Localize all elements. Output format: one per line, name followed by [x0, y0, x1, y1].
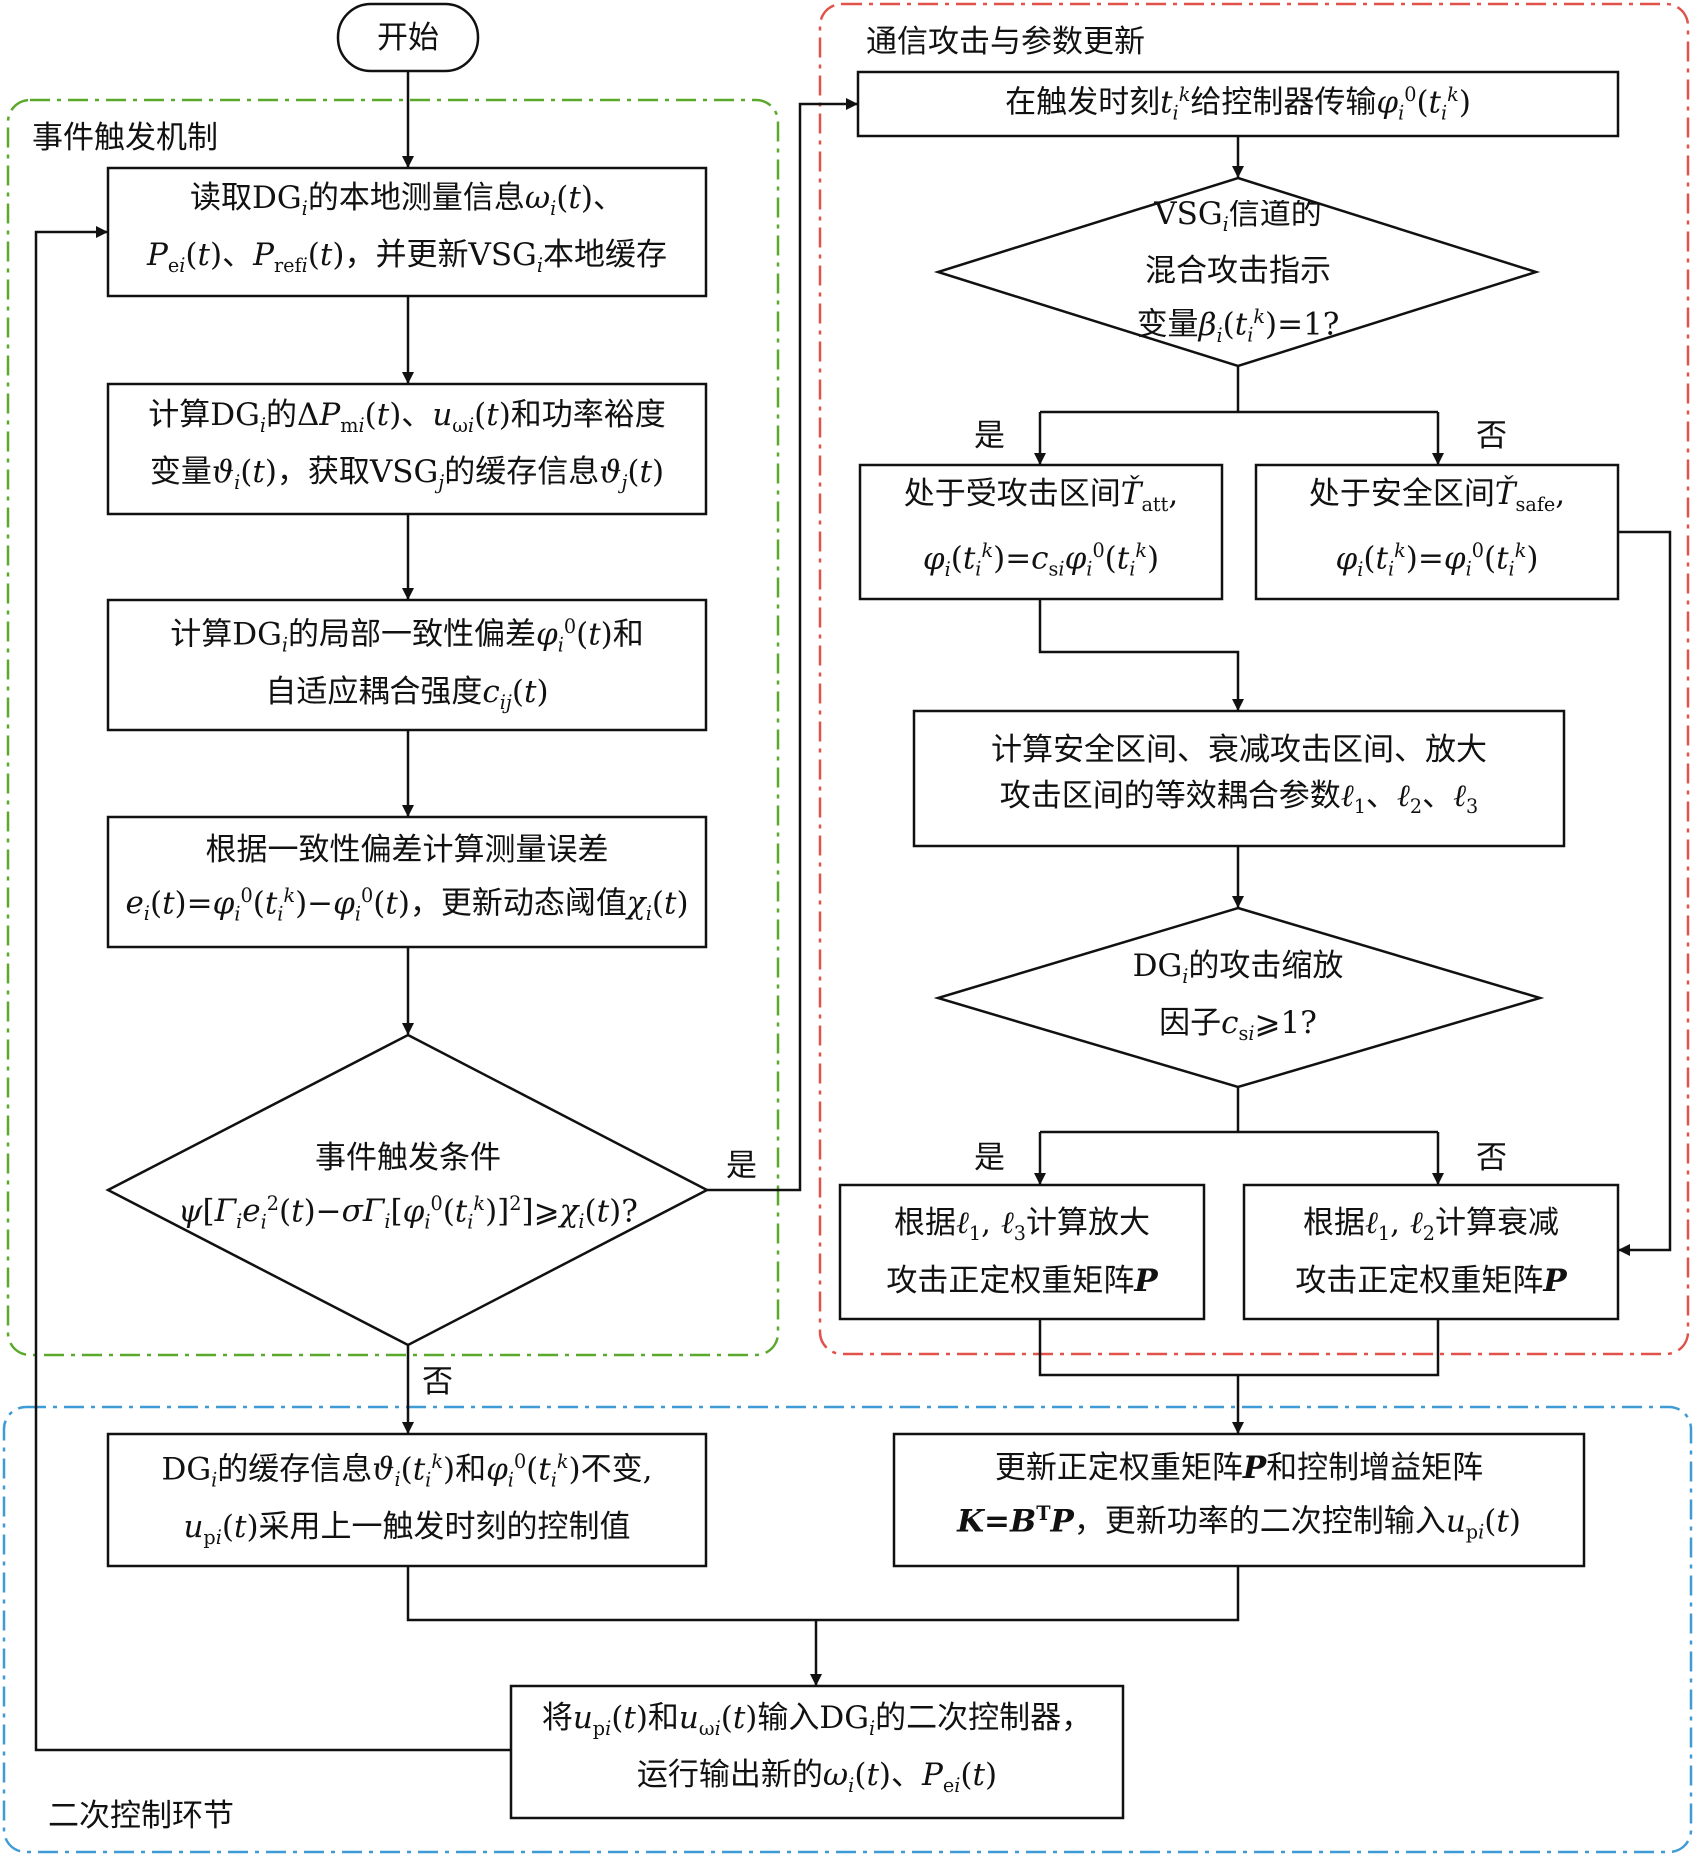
- text-line: 计算DGi的局部一致性偏差φi0(t)和: [170, 615, 644, 657]
- text-line: K=BTP，更新功率的二次控制输入upi(t): [957, 1501, 1521, 1544]
- text-line: ei(t)=φi0(tik)−φi0(t)，更新动态阈值χi(t): [125, 883, 689, 926]
- output-controller-text: 将upi(t)和uωi(t)输入DGi的二次控制器， 运行输出新的ωi(t)、Pe…: [511, 1686, 1123, 1818]
- hold-cache-text: DGi的缓存信息ϑi(tik)和φi0(tik)不变, upi(t)采用上一触发时…: [108, 1434, 706, 1566]
- text-line: 更新正定权重矩阵P和控制增益矩阵: [994, 1449, 1484, 1486]
- text-line: DGi的攻击缩放: [1132, 947, 1344, 988]
- calc-consensus-box: [106, 598, 708, 732]
- transmit-box: [856, 70, 1620, 138]
- text-line: 根据一致性偏差计算测量误差: [205, 831, 609, 868]
- trigger-yes-label: 是: [726, 1148, 757, 1184]
- text-line: 攻击正定权重矩阵P: [1295, 1262, 1567, 1299]
- text-line: 变量ϑi(t)，获取VSGj的缓存信息ϑj(t): [149, 454, 665, 495]
- update-gain-box: [892, 1432, 1586, 1568]
- attack-yes-label: 是: [974, 418, 1005, 454]
- text-line: 运行输出新的ωi(t)、Pei(t): [636, 1757, 998, 1798]
- text-line: 计算安全区间、衰减攻击区间、放大: [991, 731, 1487, 768]
- calc-consensus-text: 计算DGi的局部一致性偏差φi0(t)和自适应耦合强度cij(t): [108, 600, 706, 730]
- edge-attacked-params: [1038, 599, 1244, 711]
- secondary-control-group: [2, 1405, 1693, 1854]
- text-line: 在触发时刻tik给控制器传输φi0(tik): [1005, 82, 1471, 125]
- text-line: 变量βi(tik)=1?: [1136, 305, 1340, 347]
- output-controller-box: [509, 1684, 1125, 1820]
- text-line: 攻击区间的等效耦合参数ℓ1、ℓ2、ℓ3: [999, 777, 1479, 819]
- calc-margin-text: 计算DGi的ΔPmi(t)、uωi(t)和功率裕度变量ϑi(t)，获取VSGj的…: [108, 384, 706, 514]
- amplify-matrix-box: [838, 1183, 1206, 1321]
- text-line: Pei(t)、Prefi(t)，并更新VSGi本地缓存: [147, 237, 667, 278]
- text-line: 处于受攻击区间Ťatt,: [903, 476, 1179, 517]
- edge-safe-attenuate: [1618, 530, 1672, 1256]
- trigger-condition-text: 事件触发条件 ψ[Γiei2(t)−σΓi[φi0(tik)]2]⩾χi(t)?: [158, 1090, 658, 1290]
- edge-output-loop: [34, 226, 511, 1752]
- event-trigger-group: [6, 98, 780, 1357]
- text-line: 处于安全区间Ťsafe,: [1308, 476, 1566, 517]
- hold-cache-box: [106, 1432, 708, 1568]
- edge-bottom-merge: [406, 1566, 1240, 1622]
- attacked-interval-text: 处于受攻击区间Ťatt, φi(tik)=csiφi0(tik): [860, 465, 1222, 599]
- attenuate-matrix-text: 根据ℓ1, ℓ2计算衰减攻击正定权重矩阵P: [1244, 1185, 1618, 1319]
- attacked-interval-box: [858, 463, 1224, 601]
- text-line: ψ[Γiei2(t)−σΓi[φi0(tik)]2]⩾χi(t)?: [178, 1191, 638, 1234]
- calc-params-text: 计算安全区间、衰减攻击区间、放大攻击区间的等效耦合参数ℓ1、ℓ2、ℓ3: [914, 711, 1564, 846]
- calc-error-box: [106, 815, 708, 949]
- calc-error-text: 根据一致性偏差计算测量误差 ei(t)=φi0(tik)−φi0(t)，更新动态阈…: [108, 817, 706, 947]
- attenuate-matrix-box: [1242, 1183, 1620, 1321]
- text-line: φi(tik)=φi0(tik): [1335, 539, 1539, 581]
- text-line: 事件触发条件: [315, 1139, 501, 1176]
- read-measurement-text: 读取DGi的本地测量信息ωi(t)、 Pei(t)、Prefi(t)，并更新VSG…: [108, 168, 706, 296]
- text-line: 根据ℓ1, ℓ3计算放大: [894, 1205, 1150, 1246]
- trigger-no-label: 否: [422, 1364, 453, 1400]
- secondary-group-label: 二次控制环节: [48, 1798, 234, 1834]
- text-line: 因子csi⩾1?: [1159, 1005, 1317, 1046]
- text-line: 计算DGi的ΔPmi(t)、uωi(t)和功率裕度: [148, 396, 666, 437]
- text-line: 攻击正定权重矩阵P: [886, 1262, 1158, 1299]
- scale-yes-label: 是: [974, 1140, 1005, 1176]
- text-line: VSGi信道的: [1154, 200, 1322, 237]
- text-line: 自适应耦合强度cij(t): [265, 673, 549, 714]
- safe-interval-box: [1254, 463, 1620, 601]
- text-line: 根据ℓ1, ℓ2计算衰减: [1303, 1205, 1559, 1246]
- calc-params-box: [912, 709, 1566, 848]
- attack-indicator-text: VSGi信道的混合攻击指示变量βi(tik)=1?: [1038, 200, 1438, 350]
- edge-matrix-merge: [1038, 1319, 1440, 1377]
- scale-no-label: 否: [1476, 1140, 1507, 1176]
- text-line: 将upi(t)和uωi(t)输入DGi的二次控制器，: [541, 1699, 1093, 1740]
- text-line: 混合攻击指示: [1145, 253, 1331, 290]
- transmit-text: 在触发时刻tik给控制器传输φi0(tik): [858, 72, 1618, 136]
- edge-trigger-transmit: [707, 98, 858, 1192]
- text-line: 读取DGi的本地测量信息ωi(t)、: [190, 179, 624, 220]
- update-gain-text: 更新正定权重矩阵P和控制增益矩阵 K=BTP，更新功率的二次控制输入upi(t): [894, 1434, 1584, 1566]
- text-line: upi(t)采用上一触发时刻的控制值: [183, 1508, 631, 1549]
- text-line: DGi的缓存信息ϑi(tik)和φi0(tik)不变,: [161, 1450, 653, 1492]
- read-measurement-box: [106, 166, 708, 298]
- amplify-matrix-text: 根据ℓ1, ℓ3计算放大攻击正定权重矩阵P: [840, 1185, 1204, 1319]
- attack-update-group: [818, 2, 1690, 1356]
- text-line: φi(tik)=csiφi0(tik): [922, 539, 1160, 581]
- event-group-label: 事件触发机制: [32, 120, 218, 156]
- attack-group-label: 通信攻击与参数更新: [866, 24, 1145, 60]
- safe-interval-text: 处于安全区间Ťsafe, φi(tik)=φi0(tik): [1256, 465, 1618, 599]
- start-label: 开始: [377, 20, 439, 56]
- attack-no-label: 否: [1476, 418, 1507, 454]
- scale-factor-text: DGi的攻击缩放因子csi⩾1?: [1058, 945, 1418, 1055]
